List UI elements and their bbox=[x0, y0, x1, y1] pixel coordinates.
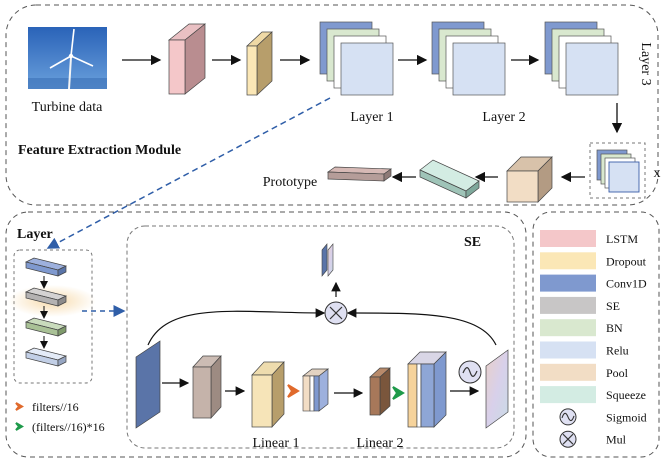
linear1-block bbox=[251, 361, 285, 428]
se-title: SE bbox=[464, 235, 481, 250]
reduced-block bbox=[301, 368, 330, 412]
legend-item-dropout: Dropout bbox=[540, 252, 647, 270]
orange-chevron-icon-se bbox=[287, 384, 300, 398]
green-chevron-icon-se bbox=[392, 386, 405, 400]
legend-item-pool: Pool bbox=[540, 363, 629, 381]
se-input-block bbox=[135, 340, 161, 429]
legend-label: Dropout bbox=[606, 254, 647, 268]
legend-label: Sigmoid bbox=[606, 410, 647, 424]
linear2-block bbox=[369, 367, 391, 416]
filters-div-note: filters//16 bbox=[32, 400, 79, 414]
legend-label: LSTM bbox=[606, 232, 638, 246]
layer3-label: Layer 3 bbox=[638, 42, 653, 85]
prototype-block bbox=[326, 166, 393, 182]
turbine-image bbox=[28, 27, 107, 90]
expanded-block bbox=[407, 351, 447, 428]
dropout-block bbox=[246, 31, 273, 96]
legend-label: SE bbox=[606, 299, 620, 313]
legend-swatch bbox=[540, 296, 596, 314]
scale-block bbox=[485, 349, 509, 429]
legend-item-bn: BN bbox=[540, 319, 623, 337]
pool-block bbox=[506, 156, 553, 203]
x-feature-stack bbox=[596, 149, 640, 193]
legend-item-squeeze: Squeeze bbox=[540, 386, 646, 404]
layer-detail-box bbox=[13, 249, 93, 384]
mul-circle-x-icon bbox=[324, 301, 348, 325]
sigmoid-wave-circle-icon bbox=[458, 360, 482, 384]
legend-label: Mul bbox=[606, 433, 627, 447]
legend-item-lstm: LSTM bbox=[540, 230, 638, 247]
legend-swatch bbox=[540, 274, 596, 292]
layer-se-frame bbox=[5, 211, 527, 458]
turbine-data-label: Turbine data bbox=[32, 100, 103, 115]
legend-swatch bbox=[540, 386, 596, 404]
legend-label: BN bbox=[606, 321, 623, 335]
se-output-block bbox=[321, 243, 334, 277]
layer3-stack bbox=[544, 21, 619, 96]
legend-item-conv1d: Conv1D bbox=[540, 274, 647, 292]
legend-label: Squeeze bbox=[606, 388, 646, 402]
legend-item-mul: Mul bbox=[559, 430, 627, 448]
legend-swatch bbox=[540, 363, 596, 381]
legend-item-se: SE bbox=[540, 296, 620, 314]
prototype-label: Prototype bbox=[263, 175, 317, 190]
legend-item-relu: Relu bbox=[540, 341, 629, 359]
layer2-label: Layer 2 bbox=[482, 110, 525, 125]
x-label: x bbox=[654, 166, 661, 181]
layer-detail-stack bbox=[24, 257, 68, 367]
legend-label: Conv1D bbox=[606, 277, 647, 291]
layer1-label: Layer 1 bbox=[350, 110, 393, 125]
squeeze-block bbox=[419, 159, 480, 199]
legend-swatch bbox=[540, 252, 596, 270]
feature-extraction-module-label: Feature Extraction Module bbox=[18, 143, 181, 158]
filters-mul-note: (filters//16)*16 bbox=[32, 420, 105, 434]
green-chevron-icon bbox=[15, 422, 24, 431]
layer2-stack bbox=[431, 21, 506, 96]
se-pool-block bbox=[192, 355, 222, 419]
linear1-label: Linear 1 bbox=[252, 436, 299, 451]
legend-item-sigmoid: Sigmoid bbox=[559, 408, 647, 426]
legend-swatch bbox=[540, 341, 596, 359]
layer1-stack bbox=[319, 21, 394, 96]
legend-swatch bbox=[540, 319, 596, 337]
legend-frame bbox=[532, 211, 660, 458]
lstm-block bbox=[168, 23, 206, 95]
legend-swatch bbox=[540, 230, 596, 247]
linear2-label: Linear 2 bbox=[356, 436, 403, 451]
layer-zoom-link bbox=[46, 97, 331, 249]
legend-label: Relu bbox=[606, 344, 629, 358]
layer-panel-title: Layer bbox=[17, 227, 53, 242]
se-module-box bbox=[126, 225, 515, 449]
orange-chevron-icon bbox=[15, 402, 24, 411]
legend-label: Pool bbox=[606, 366, 629, 380]
